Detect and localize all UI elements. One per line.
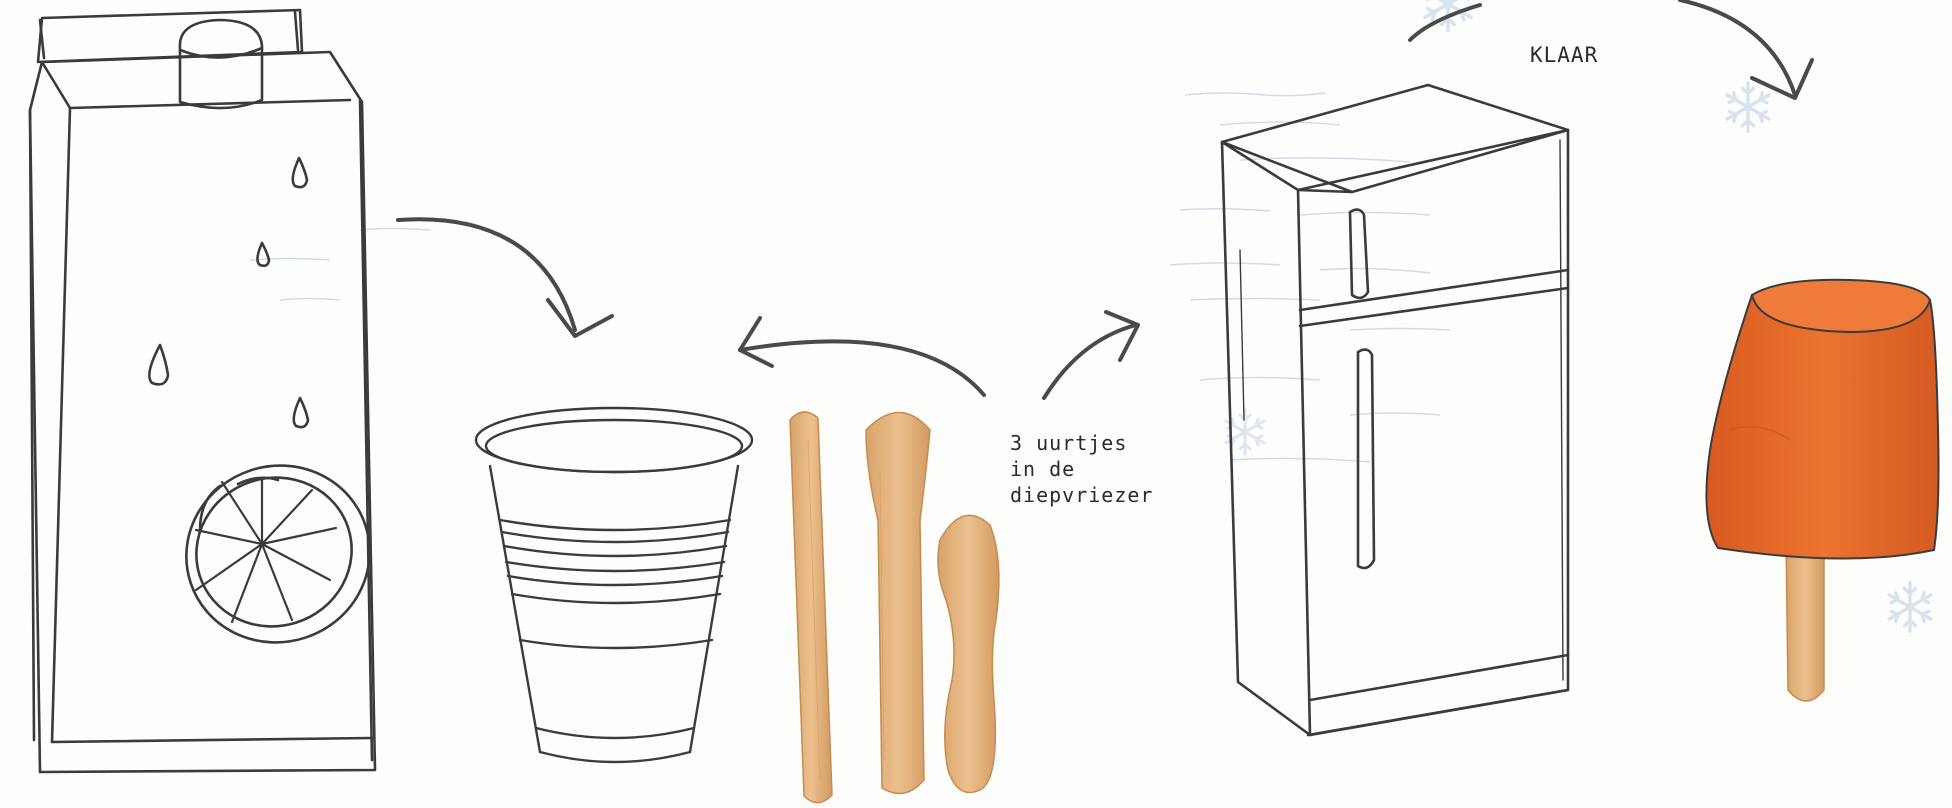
snowflake-icon <box>1727 83 1769 131</box>
popsicle-icon <box>1706 280 1938 701</box>
juice-carton-icon <box>30 10 393 772</box>
snowflake-icon <box>1889 583 1931 631</box>
fridge-icon <box>1222 85 1568 735</box>
plastic-cup-icon <box>476 408 752 762</box>
arrow-icon <box>1410 0 1812 98</box>
arrow-icon <box>1044 312 1138 398</box>
wooden-stick-icon <box>790 412 999 803</box>
done-label: KLAAR <box>1530 42 1598 68</box>
freezer-time-label: 3 uurtjes in de diepvriezer <box>1010 430 1153 508</box>
arrow-icon <box>398 219 612 336</box>
background-scribbles <box>250 93 1450 462</box>
arrow-icon <box>740 318 984 395</box>
